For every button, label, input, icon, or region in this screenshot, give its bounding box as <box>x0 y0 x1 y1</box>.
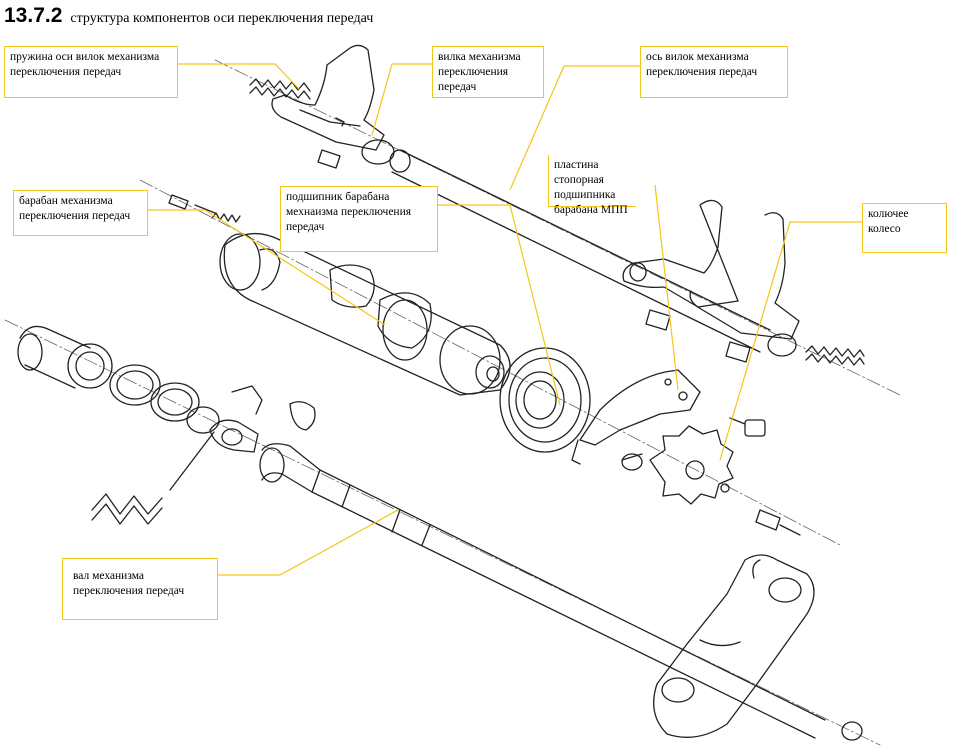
seal-and-washers-part <box>17 325 220 434</box>
drum-bearing-part <box>499 347 591 453</box>
small-hardware-part <box>621 417 801 536</box>
callout-leaders <box>148 63 862 576</box>
shift-shaft-part <box>259 443 863 741</box>
fork-shaft-axis <box>214 59 901 396</box>
upper-shift-fork-part <box>271 44 385 169</box>
label-drum-retainer-plate-text: пластина стопорная подшипника барабана М… <box>554 159 628 216</box>
leader-shift-fork <box>371 63 432 136</box>
label-drum-bearing: подшипник барабана мехнаизма переключени… <box>280 186 438 252</box>
label-shift-drum: барабан механизма переключения передач <box>13 190 148 236</box>
leader-fork-shaft-spring <box>178 63 301 91</box>
page-title: структура компонентов оси переключения п… <box>70 11 374 26</box>
fork-shaft-spring-part <box>249 78 311 100</box>
shift-arm-part <box>209 385 316 453</box>
heading: 13.7.2 структура компонентов оси переклю… <box>4 4 373 28</box>
retainer-plate-part <box>571 369 701 465</box>
return-spring-part <box>91 431 215 525</box>
shift-shaft-axis <box>4 319 881 746</box>
leader-retainer-plate <box>654 184 679 391</box>
leader-star-wheel <box>719 221 862 461</box>
leader-shift-shaft <box>218 509 399 576</box>
leader-fork-shaft <box>509 65 640 191</box>
leader-drum-bearing <box>438 204 561 406</box>
fork-bore <box>361 139 395 165</box>
leader-shift-drum <box>148 209 386 326</box>
right-shift-forks-part <box>622 199 800 363</box>
section-number: 13.7.2 <box>4 4 63 27</box>
right-spring-part <box>805 345 865 366</box>
detent-pin-part <box>168 194 241 223</box>
label-fork-shaft: ось вилок механизма переключения передач <box>640 46 788 98</box>
shift-lever-part <box>653 554 815 738</box>
label-star-wheel: колючее колесо <box>862 203 947 253</box>
label-fork-shaft-spring: пружина оси вилок механизма переключения… <box>4 46 178 98</box>
label-shift-shaft: вал механизма переключения передач <box>62 558 218 620</box>
star-wheel-part <box>649 425 734 505</box>
shift-drum-part <box>219 233 511 396</box>
axis-centerlines <box>4 59 901 746</box>
label-shift-fork: вилка механизма переключения передач <box>432 46 544 98</box>
label-drum-retainer-plate: пластина стопорная подшипника барабана М… <box>548 155 636 216</box>
